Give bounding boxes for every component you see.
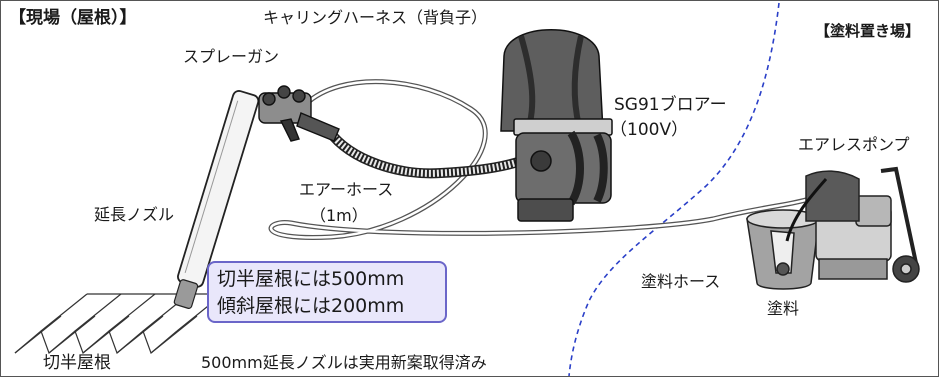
zone-divider (568, 2, 780, 376)
blower-model-label: SG91ブロアー (614, 95, 727, 115)
note-line-gable: 切半屋根には500mm (217, 268, 405, 290)
blower-voltage-label: （100V） (610, 120, 689, 140)
paint-label: 塗料 (767, 299, 800, 318)
extension-nozzle-drawing (173, 90, 260, 309)
paint-area-zone-title: 【塗料置き場】 (815, 22, 921, 40)
airless-pump-drawing (785, 166, 920, 283)
extension-nozzle-label: 延長ノズル (94, 205, 175, 224)
gable-roof-label: 切半屋根 (43, 353, 111, 373)
paint-hose-label: 塗料ホース (641, 272, 721, 291)
spray-gun-label: スプレーガン (183, 47, 280, 66)
airless-pump-label: エアレスポンプ (798, 135, 910, 154)
blower-backpack-drawing (500, 29, 613, 222)
harness-label: キャリングハーネス（背負子） (263, 8, 488, 27)
air-hose-length-label: （1m） (310, 206, 368, 225)
site-zone-title: 【現場（屋根）】 (9, 8, 137, 28)
paint-bucket-drawing (746, 209, 820, 290)
note-line-slope: 傾斜屋根には200mm (217, 295, 405, 317)
air-hose-label: エアーホース (299, 180, 394, 199)
patent-note: 500mm延長ノズルは実用新案取得済み (201, 353, 487, 372)
nozzle-length-note: 切半屋根には500mm 傾斜屋根には200mm (207, 261, 447, 323)
spray-gun-drawing (258, 85, 340, 142)
